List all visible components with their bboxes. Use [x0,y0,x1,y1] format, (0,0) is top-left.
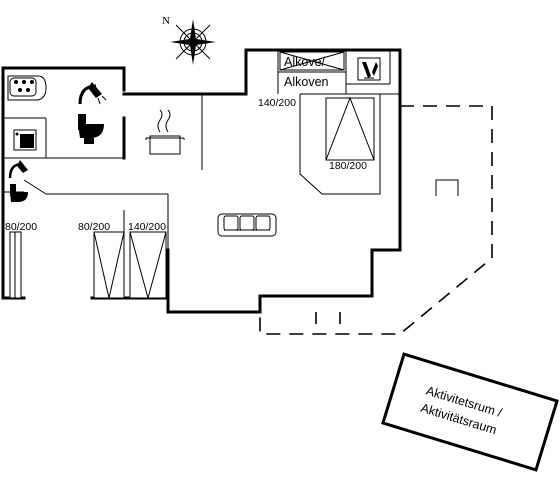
washing-machine-icon [13,129,37,151]
bed-bunk-b-size: 140/200 [128,221,166,233]
alcove-label-line2: Alkoven [284,75,329,89]
cooking-pot-icon [145,109,185,155]
hot-tub-icon [7,75,47,101]
interior-walls [3,50,400,298]
bed-alcove [279,51,345,71]
bed-master [325,96,375,161]
toilet-icon [78,114,104,144]
shower-icon [78,82,107,105]
bed-alcove-size: 140/200 [258,97,296,109]
bed-west [9,231,22,299]
exterior-walls [1,48,402,314]
wine-icon [357,57,381,81]
terrace-outline [259,105,493,335]
bed-bunk-a [93,231,125,299]
bed-west-size: 80/200 [5,221,37,233]
bed-master-size: 180/200 [329,160,367,172]
compass-rose-icon [170,19,216,65]
shower-icon-2 [8,160,28,179]
toilet-icon-2 [10,184,28,202]
alcove-label-line1: Alkove/ [284,55,326,69]
bed-bunk-a-size: 80/200 [78,221,110,233]
activity-room: Aktivitetsrum / Aktivitätsraum [381,352,559,472]
bed-bunk-b [129,231,167,300]
compass-north-label: N [162,15,170,27]
sofa-icon [217,213,277,237]
